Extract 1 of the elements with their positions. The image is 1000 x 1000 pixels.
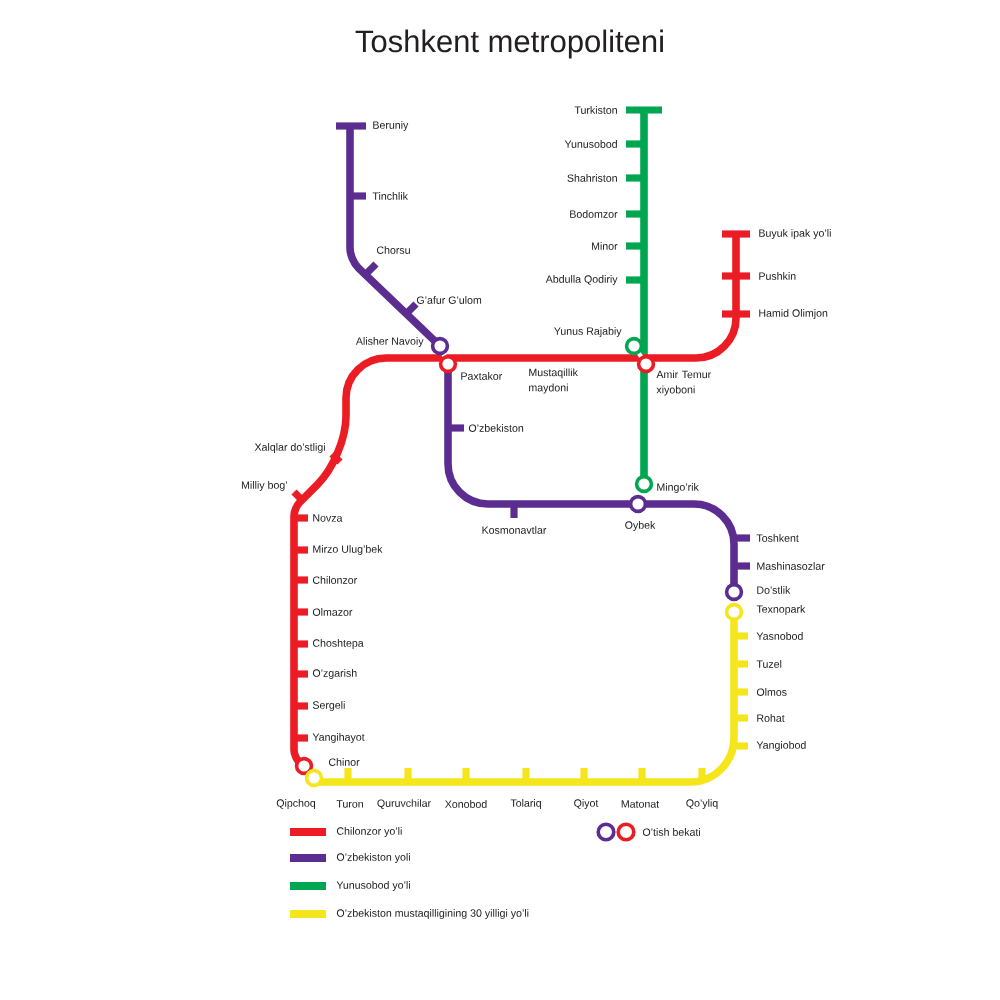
title: Toshkent metropoliteni <box>355 29 663 59</box>
